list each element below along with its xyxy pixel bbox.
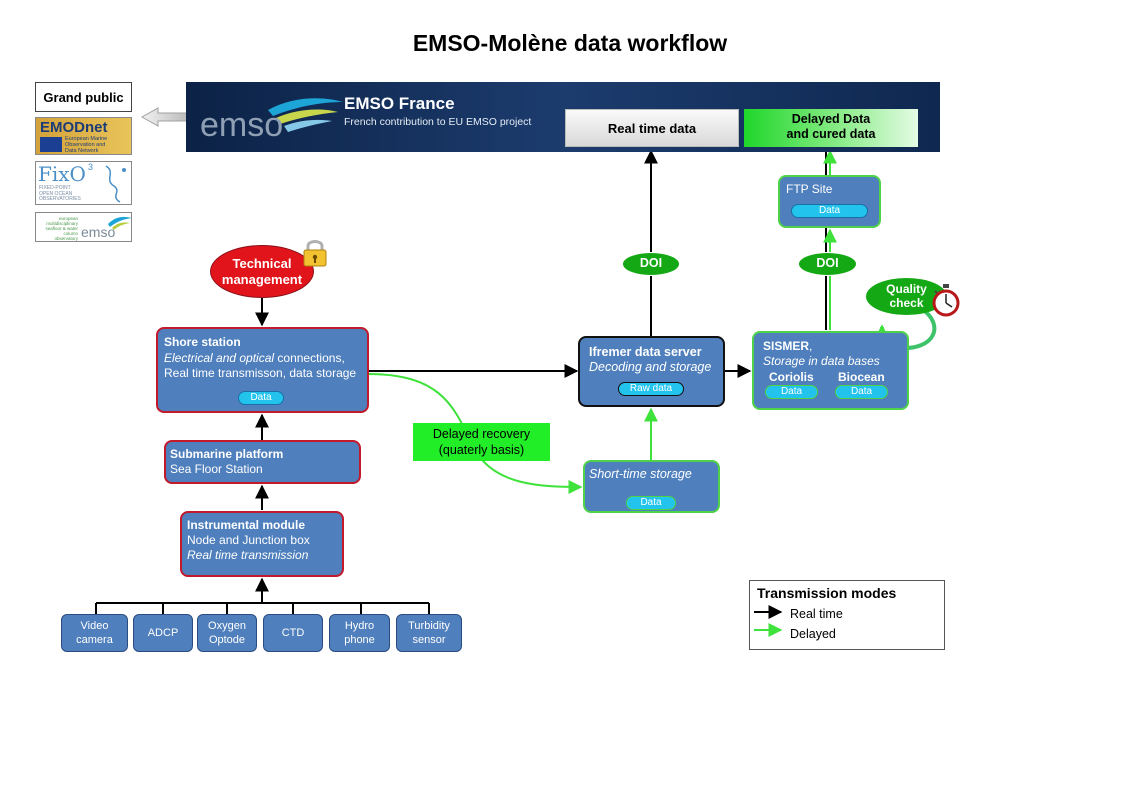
emso-small-wave-icon — [108, 216, 131, 230]
shore-line-2: Real time transmisson, data storage — [164, 366, 357, 380]
short-time-storage-box: Short-time storage — [583, 460, 720, 513]
ifremer-data-server-box: Ifremer data server Decoding and storage — [578, 336, 725, 407]
grand-public-box: Grand public — [35, 82, 132, 112]
emso-small-3: seafloor & water column — [45, 226, 78, 236]
shore-line1-rest: connections, — [274, 351, 345, 365]
fixo3-logo-text: FixO — [38, 162, 86, 186]
sismer-coriolis-data-pill: Data — [765, 385, 818, 399]
emso-france-name: EMSO France — [344, 94, 455, 113]
page-title: EMSO-Molène data workflow — [412, 30, 728, 56]
delayed-data-label-1: Delayed Data — [791, 112, 871, 126]
quality-check-badge: Quality check — [866, 278, 947, 315]
doi-left-badge: DOI — [622, 252, 680, 276]
realtime-data-label: Real time data — [607, 120, 697, 136]
public-arrow — [140, 107, 191, 127]
realtime-data-box: Real time data — [565, 109, 739, 147]
sismer-title-suffix: , — [809, 339, 813, 353]
wave-icon — [105, 165, 126, 203]
sensor-oxygen-optode: Oxygen Optode — [197, 614, 257, 652]
shore-station-title: Shore station — [164, 335, 241, 349]
emso-small-4: observatory — [54, 236, 78, 241]
submarine-title: Submarine platform — [170, 447, 284, 461]
sismer-biocean-data-pill: Data — [835, 385, 888, 399]
emso-france-banner: emso EMSO France French contribution to … — [186, 82, 940, 152]
shore-data-pill: Data — [238, 391, 284, 405]
quality-line-1: Quality — [886, 282, 927, 296]
ftp-site-box: FTP Site — [778, 175, 881, 228]
instrumental-line-2: Real time transmission — [187, 548, 309, 562]
ftp-data-pill: Data — [791, 204, 868, 218]
sensor-video-camera: Video camera — [61, 614, 128, 652]
emso-small-logo: european multidisciplinary seafloor & wa… — [35, 212, 132, 242]
ifremer-subtitle: Decoding and storage — [589, 360, 712, 374]
fixo3-logo-sup: 3 — [88, 162, 94, 172]
short-storage-data-pill: Data — [626, 496, 676, 510]
submarine-platform-box: Submarine platform Sea Floor Station — [164, 440, 361, 484]
sensor-hydrophone: Hydro phone — [329, 614, 390, 652]
ifremer-title: Ifremer data server — [589, 345, 702, 359]
sismer-title: SISMER — [763, 339, 810, 353]
emso-logo-icon: emso — [198, 88, 348, 148]
emso-logo-text: emso — [200, 106, 284, 144]
emso-france-subtitle: French contribution to EU EMSO project — [344, 116, 532, 128]
sismer-col-coriolis: Coriolis — [769, 370, 814, 384]
fixo3-logo: FixO 3 FIXED-POINT OPEN OCEAN OBSERVATOR… — [35, 161, 132, 205]
ftp-title: FTP Site — [786, 182, 833, 196]
short-storage-title: Short-time storage — [589, 467, 692, 481]
stopwatch-icon — [930, 283, 962, 319]
emso-small-2: multidisciplinary — [46, 221, 78, 226]
instrumental-title: Instrumental module — [187, 518, 306, 532]
fixo3-sub-3: OBSERVATORIES — [39, 196, 81, 202]
delayed-recovery-line-2: (quaterly basis) — [438, 443, 525, 457]
technical-line-2: management — [221, 272, 303, 287]
submarine-line: Sea Floor Station — [170, 462, 263, 476]
technical-line-1: Technical — [232, 256, 292, 271]
instrumental-line-1: Node and Junction box — [187, 533, 310, 547]
delayed-recovery-label: Delayed recovery (quaterly basis) — [413, 423, 550, 461]
delayed-data-box: Delayed Data and cured data — [744, 109, 918, 147]
instrumental-module-box: Instrumental module Node and Junction bo… — [180, 511, 344, 577]
eu-flag-icon — [40, 137, 62, 152]
legend-box: Transmission modes Real time Delayed — [749, 580, 945, 650]
delayed-recovery-line-1: Delayed recovery — [432, 427, 531, 441]
emodnet-logo: EMODnet European Marine Observation and … — [35, 117, 132, 155]
quality-line-2: check — [889, 296, 924, 310]
sensor-ctd: CTD — [263, 614, 323, 652]
legend-title: Transmission modes — [757, 585, 897, 601]
doi-right-badge: DOI — [798, 252, 857, 276]
fixo3-sub-1: FIXED-POINT — [39, 185, 71, 191]
emodnet-sub-3: Data Network — [65, 148, 99, 154]
sismer-subtitle: Storage in data bases — [763, 354, 880, 368]
sensor-adcp: ADCP — [133, 614, 193, 652]
sensor-turbidity: Turbidity sensor — [396, 614, 462, 652]
emodnet-sub-1: European Marine — [65, 136, 108, 142]
fixo3-sub-2: OPEN OCEAN — [39, 190, 73, 197]
sismer-col-biocean: Biocean — [838, 370, 885, 384]
emodnet-sub-2: Observation and — [65, 142, 106, 148]
shore-line1-italic: Electrical and optical — [164, 351, 275, 365]
emso-small-1: european — [58, 216, 78, 221]
legend-delayed-label: Delayed — [790, 627, 836, 641]
emso-small-logo-text: emso — [81, 224, 116, 240]
ifremer-raw-data-pill: Raw data — [618, 382, 684, 396]
technical-management-node: Technical management — [210, 245, 314, 298]
padlock-icon — [302, 238, 328, 268]
legend-realtime-label: Real time — [790, 607, 843, 621]
grand-public-label: Grand public — [43, 89, 124, 105]
delayed-data-label-2: and cured data — [786, 127, 876, 141]
emodnet-logo-text: EMODnet — [40, 119, 108, 136]
